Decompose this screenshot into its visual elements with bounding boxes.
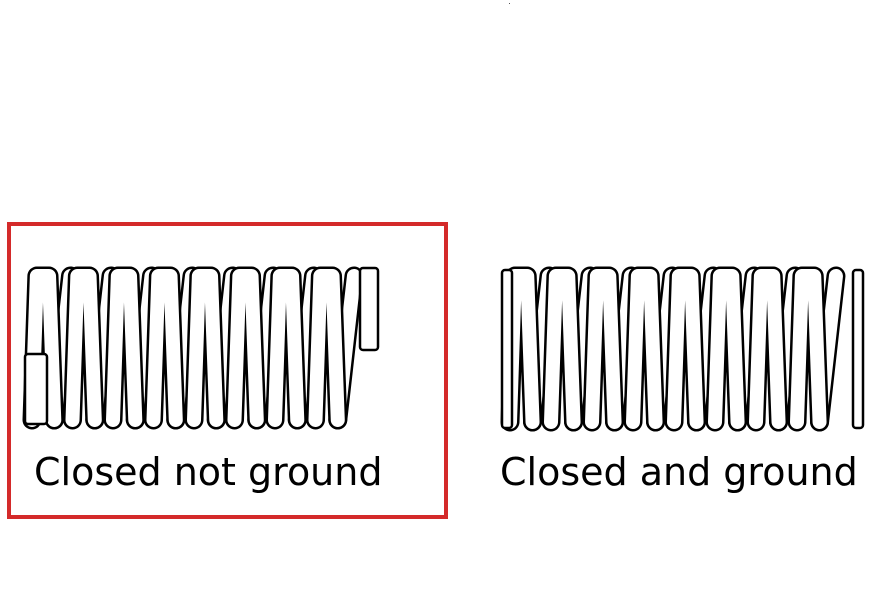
left-spring-coil-0-fill [25,269,62,427]
closed-and-ground-spring-icon [500,266,865,432]
closed-not-ground-panel[interactable]: Closed not ground [0,0,460,600]
right-spring-coil-6-fill [749,269,786,429]
stray-dot [509,3,510,4]
closed-and-ground-panel[interactable]: Closed and ground [460,0,888,600]
right-spring-coil-4-fill [667,269,704,429]
right-spring-coil-2-fill [585,269,622,429]
right-spring-coil-3-fill [626,269,663,429]
left-spring-coil-5-fill [227,269,264,427]
left-spring-coil-6-fill [268,269,305,427]
closed-not-ground-spring-icon [22,266,380,430]
left-spring-coil-3-fill [146,269,183,427]
right-spring-coil-1-fill [544,269,581,429]
closed-not-ground-caption: Closed not ground [34,450,383,494]
selection-highlight-box [7,222,448,519]
right-spring-ground-end-left [500,268,514,430]
left-spring-coil-1-fill [65,269,102,427]
left-spring-coil-7-fill [308,269,345,427]
right-spring-coil-7-fill [790,269,827,429]
left-spring-coil-4-fill [187,269,224,427]
left-spring-coil-2-fill [106,269,143,427]
closed-and-ground-caption: Closed and ground [500,450,858,494]
right-spring-coil-5-fill [708,269,745,429]
left-spring-end-tab-bottom [23,352,49,426]
right-spring-ground-end-right [851,268,865,430]
left-spring-end-tab-top [358,266,380,352]
